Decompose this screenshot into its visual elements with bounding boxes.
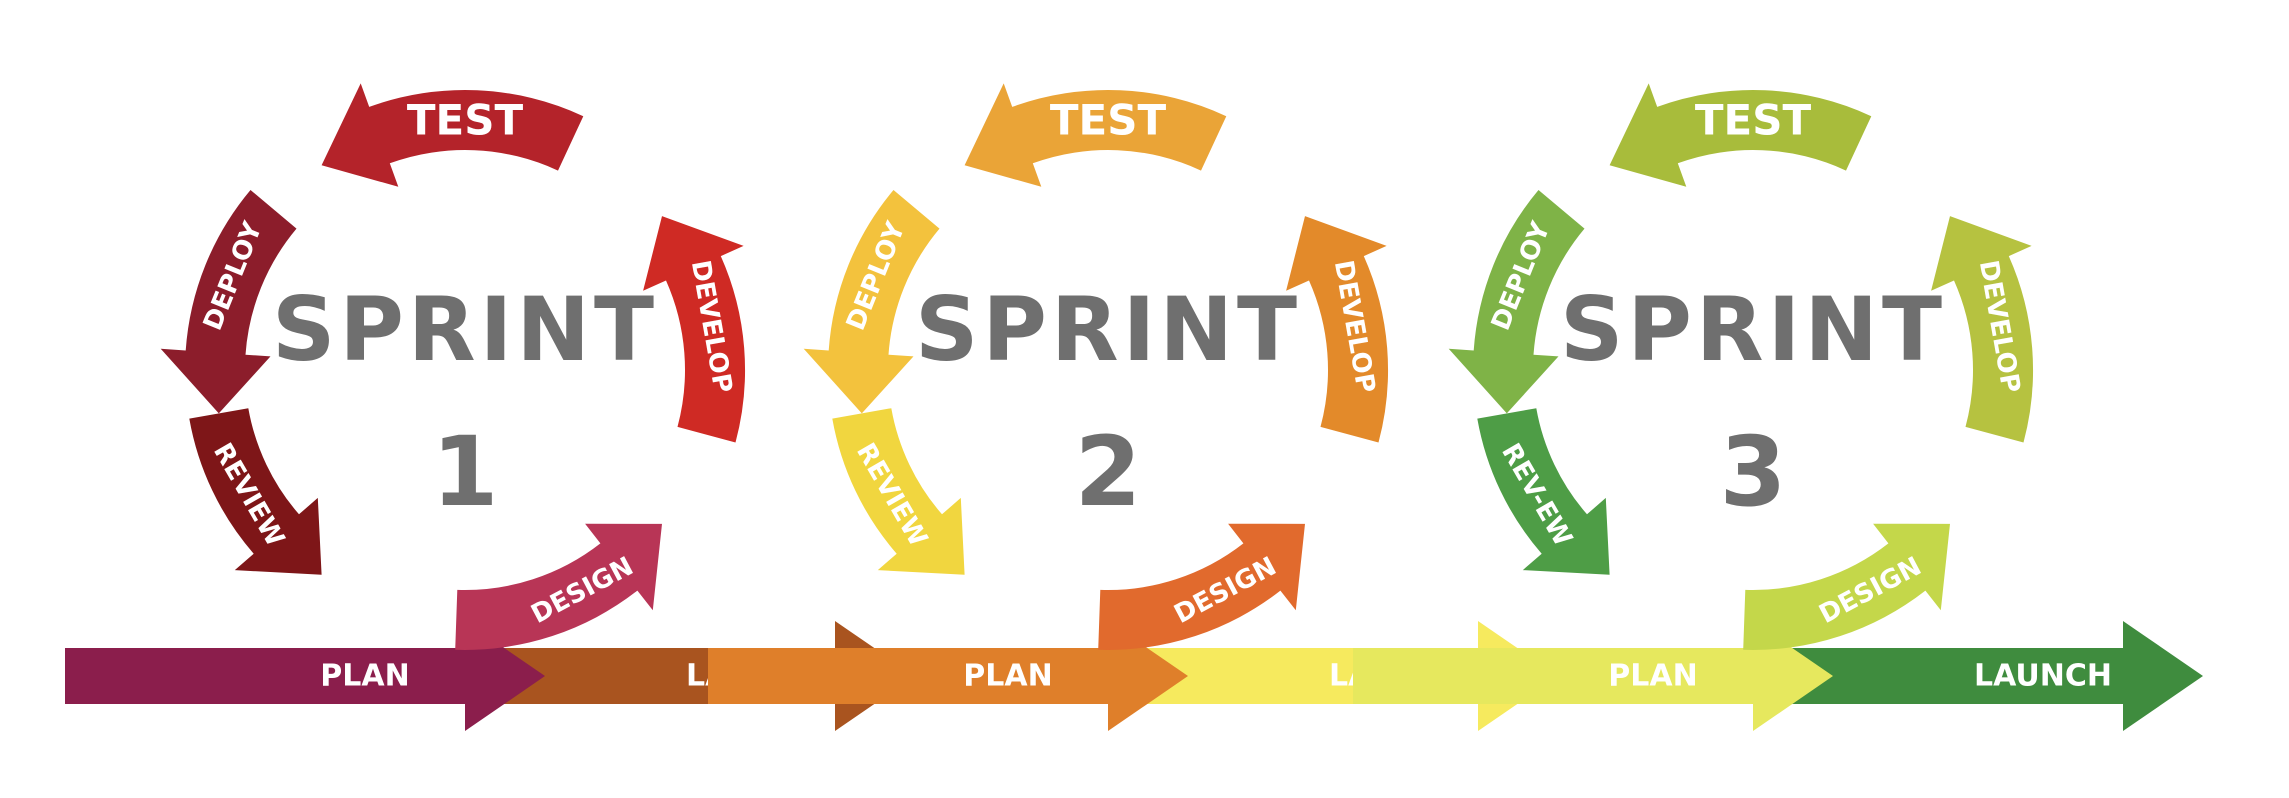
sprint-1-test-label: TEST bbox=[407, 96, 524, 145]
sprint-2-test-arrow bbox=[964, 83, 1227, 187]
sprint-2-test-label: TEST bbox=[1050, 96, 1167, 145]
sprint-3-design-arrow bbox=[1743, 523, 1950, 650]
sprint-1-plan-label: PLAN bbox=[320, 659, 409, 694]
sprint-3-deploy-arrow bbox=[1448, 190, 1585, 414]
sprint-1-title: SPRINT bbox=[272, 278, 658, 381]
sprint-3-develop-arrow bbox=[1931, 216, 2034, 443]
sprint-1-develop-arrow bbox=[643, 216, 746, 443]
sprint-1-number: 1 bbox=[432, 416, 499, 528]
sprint-3-number: 3 bbox=[1720, 416, 1787, 528]
sprint-1-test-arrow bbox=[321, 83, 584, 187]
sprint-3-plan-arrow bbox=[1353, 621, 1833, 731]
sprint-1-plan-arrow bbox=[65, 621, 545, 731]
sprint-3-launch-label: LAUNCH bbox=[1974, 659, 2112, 694]
sprint-2-plan-arrow bbox=[708, 621, 1188, 731]
sprint-2-plan-label: PLAN bbox=[963, 659, 1052, 694]
sprint-2-deploy-arrow bbox=[803, 190, 940, 414]
sprint-2-title: SPRINT bbox=[915, 278, 1301, 381]
sprint-1-deploy-arrow bbox=[160, 190, 297, 414]
sprint-1-design-arrow bbox=[455, 523, 662, 650]
sprint-3-plan-label: PLAN bbox=[1608, 659, 1697, 694]
sprint-2-review-arrow bbox=[832, 408, 965, 575]
sprint-3-test-label: TEST bbox=[1695, 96, 1812, 145]
sprint-1-cycle: PLANLAUNCHSPRINT1 bbox=[65, 83, 915, 731]
sprint-3-review-arrow bbox=[1477, 408, 1610, 575]
sprint-3-cycle: PLAN LAUNCH SPRINT 3 bbox=[1353, 83, 2203, 731]
sprint-1-review-arrow bbox=[189, 408, 322, 575]
sprint-2-number: 2 bbox=[1075, 416, 1142, 528]
sprint-2-design-arrow bbox=[1098, 523, 1305, 650]
sprint-2-develop-arrow bbox=[1286, 216, 1389, 443]
sprint-3-test-arrow bbox=[1609, 83, 1872, 187]
sprint-3-title: SPRINT bbox=[1560, 278, 1946, 381]
